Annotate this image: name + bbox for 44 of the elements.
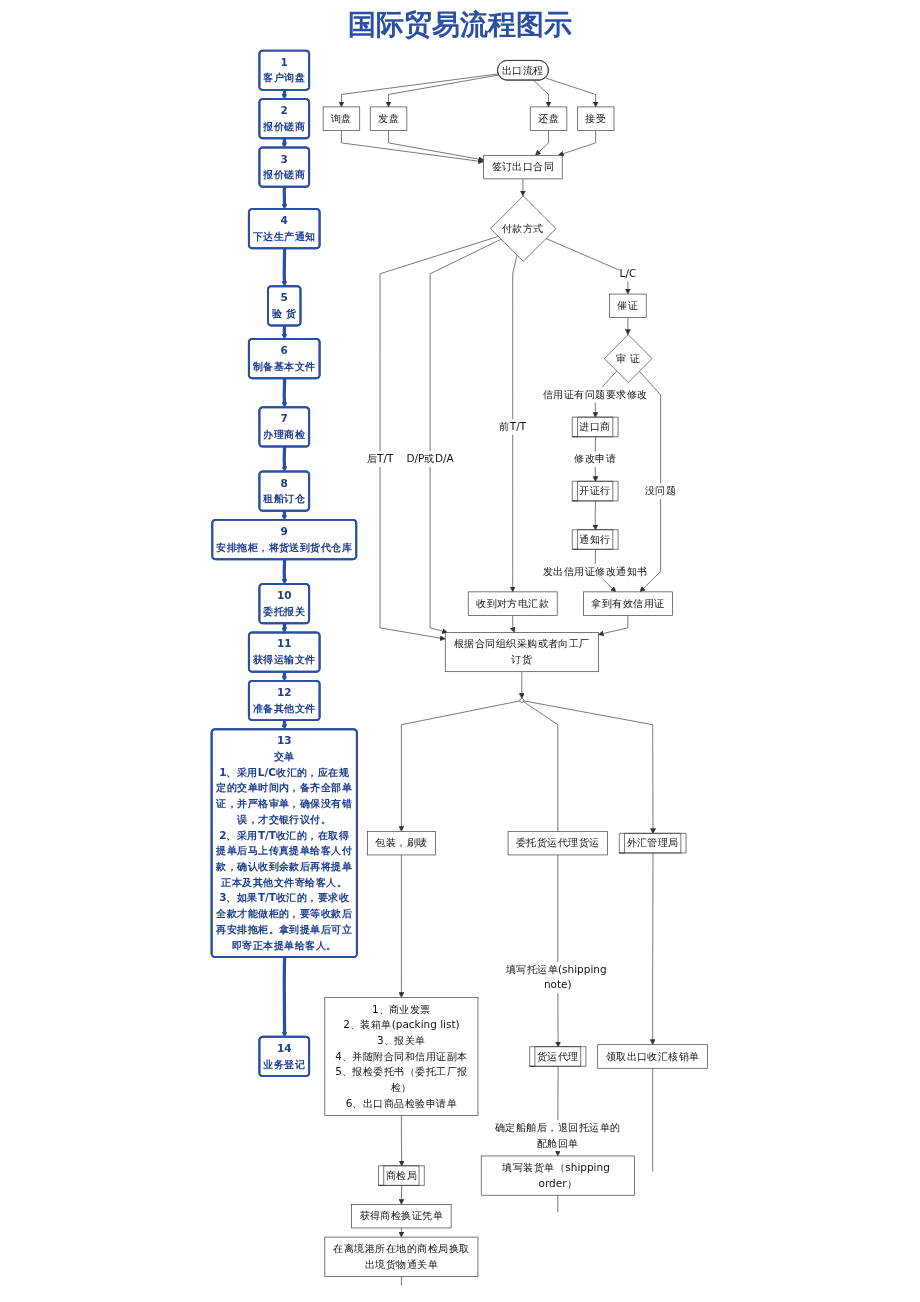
node-box: 1、商业发票 2、装箱单(packing list) 3、报关单 4、并随附合同和信用证副本 5、报检委托书（委托工厂报检） 6、出口商品检验申请单 [324,997,479,1116]
edge-label: D/P或D/A [406,452,455,465]
edge-label: L/C [619,267,637,280]
node-box: 发盘 [370,106,408,131]
node-circle [519,698,525,703]
node-box: 填写装货单（shipping order） [481,1155,636,1196]
edge-label: 后T/T [367,452,394,465]
arrow [281,446,288,473]
node-box: 还盘 [530,106,568,131]
node-box: 询盘 [323,106,361,131]
connector-line [652,1067,654,1172]
edge-label: 确定船舶后，退回托运单的配舱回单 [495,1121,621,1150]
arrow [281,186,288,210]
arrow [281,510,288,521]
connector-line [401,1276,403,1286]
node-box: 领取出口收汇核销单 [597,1044,709,1069]
node-box: 收到对方电汇款 [468,591,558,616]
node-box: 获得商检换证凭单 [351,1204,452,1229]
edge-label: 发出信用证修改通知书 [543,565,648,578]
node-box: 包装，刷唛 [367,831,437,856]
diagram-title: 国际贸易流程图示 [348,7,572,43]
arrow [281,671,288,682]
node-box: 催证 [609,293,647,318]
node-box: 根据合同组织采购或者向工厂订货 [445,632,600,673]
arrow [281,325,288,340]
arrow [281,378,288,408]
node-box: 接受 [577,106,615,131]
edge-label: 前T/T [499,420,527,433]
edge-label: 填写托运单(shipping note) [506,962,607,992]
edge-label: 没问题 [645,484,677,497]
arrow [282,957,288,1038]
node-box: 在离境港所在地的商检局换取出境货物通关单 [324,1236,479,1277]
node-box: 委托货运代理货运 [508,831,609,856]
node-box: 拿到有效信用证 [583,591,674,616]
node-box: 签订出口合同 [483,155,563,180]
connector [523,701,559,832]
arrow [281,559,288,585]
arrow [281,623,288,634]
edge-label: 修改申请 [574,452,617,465]
arrow [281,248,288,287]
node-diamond: 审 证 [604,334,653,383]
connector-line [557,1194,559,1213]
node-diamond: 付款方式 [490,195,557,262]
edge-label: 信用证有问题要求修改 [543,388,648,401]
